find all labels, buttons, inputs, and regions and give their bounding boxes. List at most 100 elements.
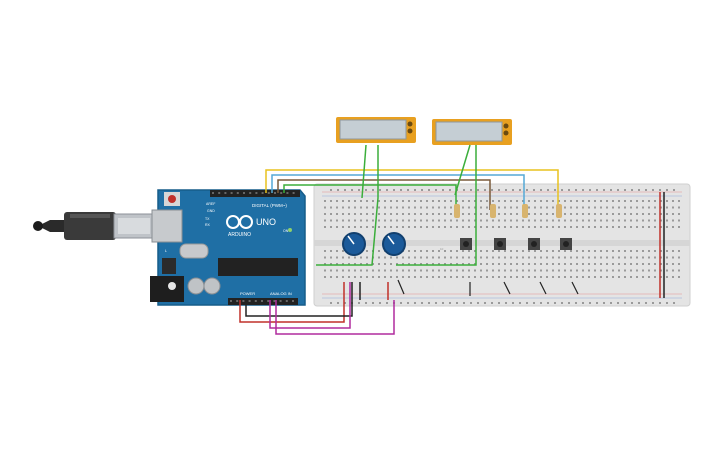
hole bbox=[330, 302, 332, 304]
hole bbox=[432, 250, 434, 252]
wire-brown[interactable] bbox=[277, 179, 491, 210]
hole bbox=[642, 263, 644, 265]
pushbutton-icon[interactable] bbox=[560, 238, 572, 250]
hole bbox=[606, 206, 608, 209]
hole bbox=[420, 269, 422, 272]
hole bbox=[366, 206, 368, 209]
hole bbox=[603, 189, 605, 191]
usb-cable-icon[interactable] bbox=[33, 212, 155, 240]
hole bbox=[438, 200, 440, 202]
wire-green[interactable] bbox=[283, 144, 477, 266]
pushbutton-icon[interactable] bbox=[494, 238, 506, 250]
hole bbox=[516, 206, 518, 209]
hole bbox=[474, 226, 476, 228]
hole bbox=[354, 263, 356, 265]
hole bbox=[236, 300, 239, 302]
hole bbox=[414, 189, 416, 191]
hole bbox=[450, 226, 452, 228]
hole bbox=[426, 213, 428, 215]
hole bbox=[384, 256, 386, 259]
wire-purple[interactable] bbox=[269, 282, 395, 335]
jumper-wire[interactable] bbox=[397, 279, 579, 296]
hole bbox=[540, 269, 542, 272]
hole bbox=[379, 189, 381, 191]
hole bbox=[528, 200, 530, 202]
hole bbox=[540, 189, 542, 191]
hole bbox=[324, 213, 326, 215]
hole bbox=[642, 250, 644, 252]
hole bbox=[462, 200, 464, 202]
l-label: L bbox=[165, 249, 167, 253]
hole bbox=[432, 200, 434, 202]
hole bbox=[617, 189, 619, 191]
hole bbox=[564, 269, 566, 272]
hole bbox=[660, 226, 662, 228]
hole bbox=[504, 200, 506, 202]
hole bbox=[596, 302, 598, 304]
hole bbox=[408, 200, 410, 202]
hole bbox=[516, 256, 518, 259]
hole bbox=[570, 250, 572, 252]
hole bbox=[444, 250, 446, 252]
hole bbox=[396, 206, 398, 209]
hole bbox=[672, 226, 674, 228]
hole bbox=[528, 263, 530, 265]
wire-red[interactable] bbox=[239, 192, 661, 323]
hole bbox=[582, 269, 584, 272]
hole bbox=[324, 263, 326, 265]
hole bbox=[528, 219, 530, 222]
hole bbox=[648, 263, 650, 265]
hole bbox=[372, 200, 374, 202]
wire-black[interactable] bbox=[245, 192, 665, 317]
hole bbox=[386, 302, 388, 304]
hole bbox=[396, 213, 398, 215]
reset-button[interactable] bbox=[168, 195, 176, 203]
hole bbox=[372, 189, 374, 191]
hole bbox=[568, 189, 570, 191]
hole bbox=[504, 276, 506, 278]
seven-segment-display-icon[interactable] bbox=[432, 119, 512, 145]
wire-yellow[interactable] bbox=[265, 169, 559, 210]
hole bbox=[336, 213, 338, 215]
hole bbox=[393, 189, 395, 191]
hole bbox=[402, 263, 404, 265]
resistor-icon bbox=[454, 204, 460, 218]
hole bbox=[582, 200, 584, 202]
hole bbox=[678, 263, 680, 265]
hole bbox=[666, 206, 668, 209]
hole bbox=[554, 302, 556, 304]
arduino-uno-board[interactable]: ARDUINO UNO DIGITAL (PWM~) POWER ANALOG … bbox=[150, 189, 306, 306]
hole bbox=[360, 256, 362, 259]
hole bbox=[672, 276, 674, 278]
hole bbox=[672, 250, 674, 252]
hole bbox=[384, 219, 386, 222]
hole bbox=[648, 250, 650, 252]
hole bbox=[594, 250, 596, 252]
hole bbox=[612, 269, 614, 272]
hole bbox=[468, 226, 470, 228]
pushbutton-icon[interactable] bbox=[528, 238, 540, 250]
hole bbox=[486, 213, 488, 215]
wire-blue[interactable] bbox=[271, 174, 525, 210]
hole bbox=[358, 189, 360, 191]
potentiometer-icon[interactable] bbox=[382, 232, 406, 256]
hole bbox=[450, 276, 452, 278]
pushbutton-icon[interactable] bbox=[460, 238, 472, 250]
digital-label: DIGITAL (PWM~) bbox=[252, 203, 287, 208]
hole bbox=[564, 263, 566, 265]
hole bbox=[438, 250, 440, 252]
hole bbox=[546, 226, 548, 228]
hole bbox=[360, 276, 362, 278]
hole bbox=[498, 213, 500, 215]
hole bbox=[390, 219, 392, 222]
hole bbox=[540, 213, 542, 215]
potentiometer-icon[interactable] bbox=[342, 232, 366, 256]
hole bbox=[438, 206, 440, 209]
hole bbox=[522, 276, 524, 278]
hole bbox=[444, 206, 446, 209]
hole bbox=[570, 213, 572, 215]
hole bbox=[274, 192, 276, 194]
seven-segment-display-icon[interactable] bbox=[336, 117, 416, 143]
hole bbox=[576, 263, 578, 265]
